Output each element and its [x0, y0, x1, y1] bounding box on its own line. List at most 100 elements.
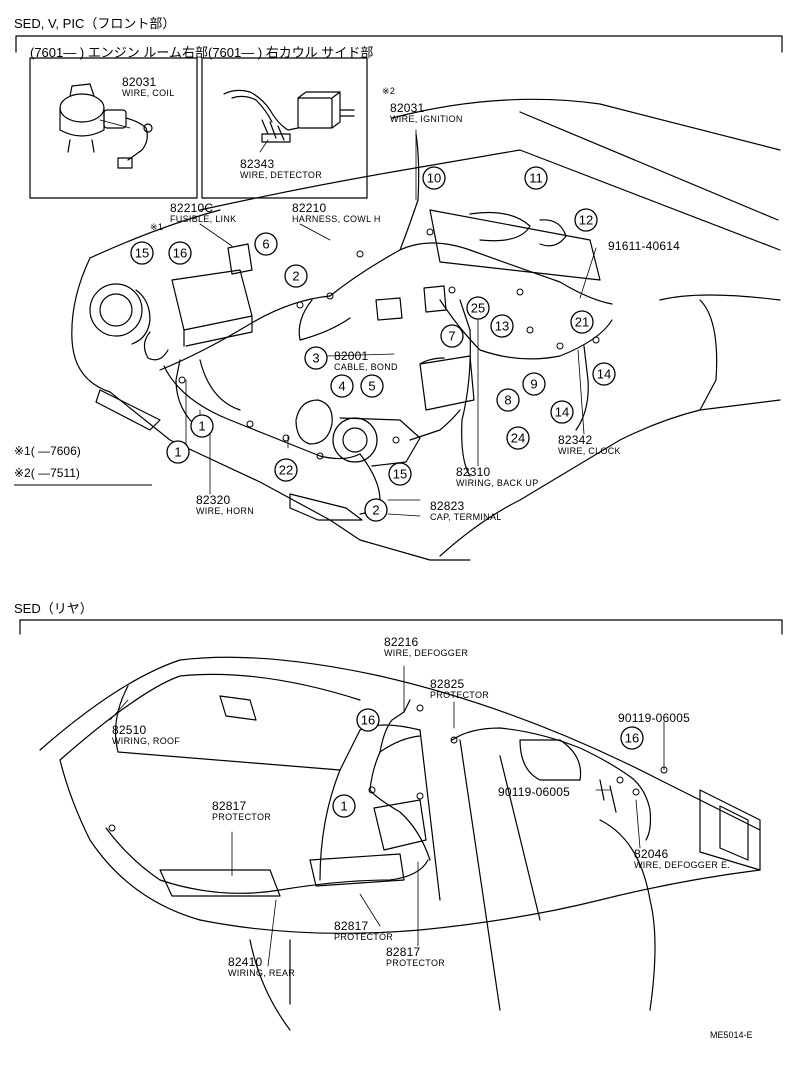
- part-number: 82210C: [170, 201, 214, 215]
- footnote-2-range: ( —7511): [30, 466, 80, 480]
- footnote-1: ※1( —7606): [14, 444, 81, 458]
- callout-number: 2: [292, 269, 299, 284]
- callout-16: 16: [168, 241, 192, 265]
- part-label-82216: 82216 WIRE, DEFOGGER: [384, 636, 468, 658]
- callout-number: 15: [393, 467, 407, 482]
- part-number: 82320: [196, 493, 231, 507]
- callout-circle: [466, 296, 490, 320]
- part-label-90119-06005-b: 90119-06005: [498, 786, 570, 798]
- callout-circle: [356, 708, 380, 732]
- rear-section-title: SED（リヤ）: [14, 601, 93, 616]
- callout-circle: [364, 498, 388, 522]
- callout-circle: [620, 726, 644, 750]
- part-label-82001: 82001 CABLE, BOND: [334, 350, 398, 372]
- callout-7: 7: [440, 324, 464, 348]
- callout-number: 6: [262, 237, 269, 252]
- callout-number: 12: [579, 213, 593, 228]
- part-name: CABLE, BOND: [334, 362, 398, 372]
- callout-number: 15: [135, 246, 149, 261]
- part-number: 82031: [390, 101, 425, 115]
- callout-number: 2: [372, 503, 379, 518]
- callout-number: 14: [597, 367, 611, 382]
- part-number: 82817: [334, 919, 369, 933]
- callout-number: 4: [338, 379, 345, 394]
- part-number: 82216: [384, 635, 419, 649]
- callout-8: 8: [496, 388, 520, 412]
- part-name: WIRING, BACK UP: [456, 478, 539, 488]
- callout-number: 3: [312, 351, 319, 366]
- callout-number: 13: [495, 319, 509, 334]
- part-number: 82410: [228, 955, 263, 969]
- part-label-82210c: 82210C FUSIBLE, LINK: [170, 202, 236, 224]
- callout-number: 5: [368, 379, 375, 394]
- part-number: 82342: [558, 433, 593, 447]
- callout-circle: [166, 440, 190, 464]
- part-label-82031-coil: 82031 WIRE, COIL: [122, 76, 175, 98]
- rear-leader-lines: [109, 665, 665, 967]
- callout-number: 9: [530, 377, 537, 392]
- inset-box-cowl-side: [201, 57, 368, 199]
- rear-harness-routes: [105, 699, 652, 894]
- callout-number: 1: [174, 445, 181, 460]
- callout-number: 14: [555, 405, 569, 420]
- callout-12: 12: [574, 208, 598, 232]
- part-label-82410: 82410 WIRING, REAR: [228, 956, 295, 978]
- callout-circle: [274, 458, 298, 482]
- callout-6: 6: [254, 232, 278, 256]
- part-number: 90119-06005: [618, 711, 691, 725]
- footnote-1-range: ( —7606): [30, 444, 81, 458]
- part-name: WIRING, REAR: [228, 968, 296, 978]
- callout-10: 10: [422, 166, 446, 190]
- part-number: 82310: [456, 465, 491, 479]
- footnote-2-mark: ※2: [14, 466, 31, 480]
- callout-1: 1: [190, 414, 214, 438]
- callout-circle: [330, 374, 354, 398]
- front-connectors: [178, 228, 600, 460]
- part-number: 82001: [334, 349, 369, 363]
- callout-11: 11: [524, 166, 548, 190]
- callout-circle: [254, 232, 278, 256]
- callout-2: 2: [364, 498, 388, 522]
- footnote-2: ※2( —7511): [14, 466, 80, 480]
- part-number: 82510: [112, 723, 147, 737]
- callout-circle: [422, 166, 446, 190]
- part-number: 82046: [634, 847, 669, 861]
- part-name: CAP, TERMINAL: [430, 512, 502, 522]
- callout-3: 3: [304, 346, 328, 370]
- part-label-82320: 82320 WIRE, HORN: [196, 494, 254, 516]
- callout-circle: [506, 426, 530, 450]
- callout-number: 16: [625, 731, 639, 746]
- callout-circle: [130, 241, 154, 265]
- part-label-91611-40614: 91611-40614: [608, 240, 680, 252]
- part-number: 91611-40614: [608, 239, 681, 253]
- part-label-82310: 82310 WIRING, BACK UP: [456, 466, 539, 488]
- front-body-outline: [71, 98, 781, 561]
- part-name: WIRE, DETECTOR: [240, 170, 323, 180]
- part-name: WIRE, COIL: [122, 88, 175, 98]
- callout-1: 1: [166, 440, 190, 464]
- part-label-82342: 82342 WIRE, CLOCK: [558, 434, 621, 456]
- part-name: PROTECTOR: [212, 812, 272, 822]
- callout-circle: [490, 314, 514, 338]
- callout-circle: [592, 362, 616, 386]
- callout-circle: [304, 346, 328, 370]
- callout-circle: [440, 324, 464, 348]
- callout-circle: [550, 400, 574, 424]
- part-label-82825: 82825 PROTECTOR: [430, 678, 489, 700]
- callout-22: 22: [274, 458, 298, 482]
- part-label-82817-c: 82817 PROTECTOR: [386, 946, 445, 968]
- callout-number: 16: [173, 246, 187, 261]
- part-label-82817-a: 82817 PROTECTOR: [212, 800, 271, 822]
- callout-circle: [574, 208, 598, 232]
- part-name: WIRE, CLOCK: [558, 446, 621, 456]
- callout-15: 15: [388, 462, 412, 486]
- part-label-82817-b: 82817 PROTECTOR: [334, 920, 393, 942]
- callout-number: 22: [279, 463, 293, 478]
- callout-number: 1: [198, 419, 205, 434]
- note-mark-2: ※2: [382, 86, 396, 96]
- callout-16: 16: [356, 708, 380, 732]
- inset-box-engine-room: [29, 57, 198, 199]
